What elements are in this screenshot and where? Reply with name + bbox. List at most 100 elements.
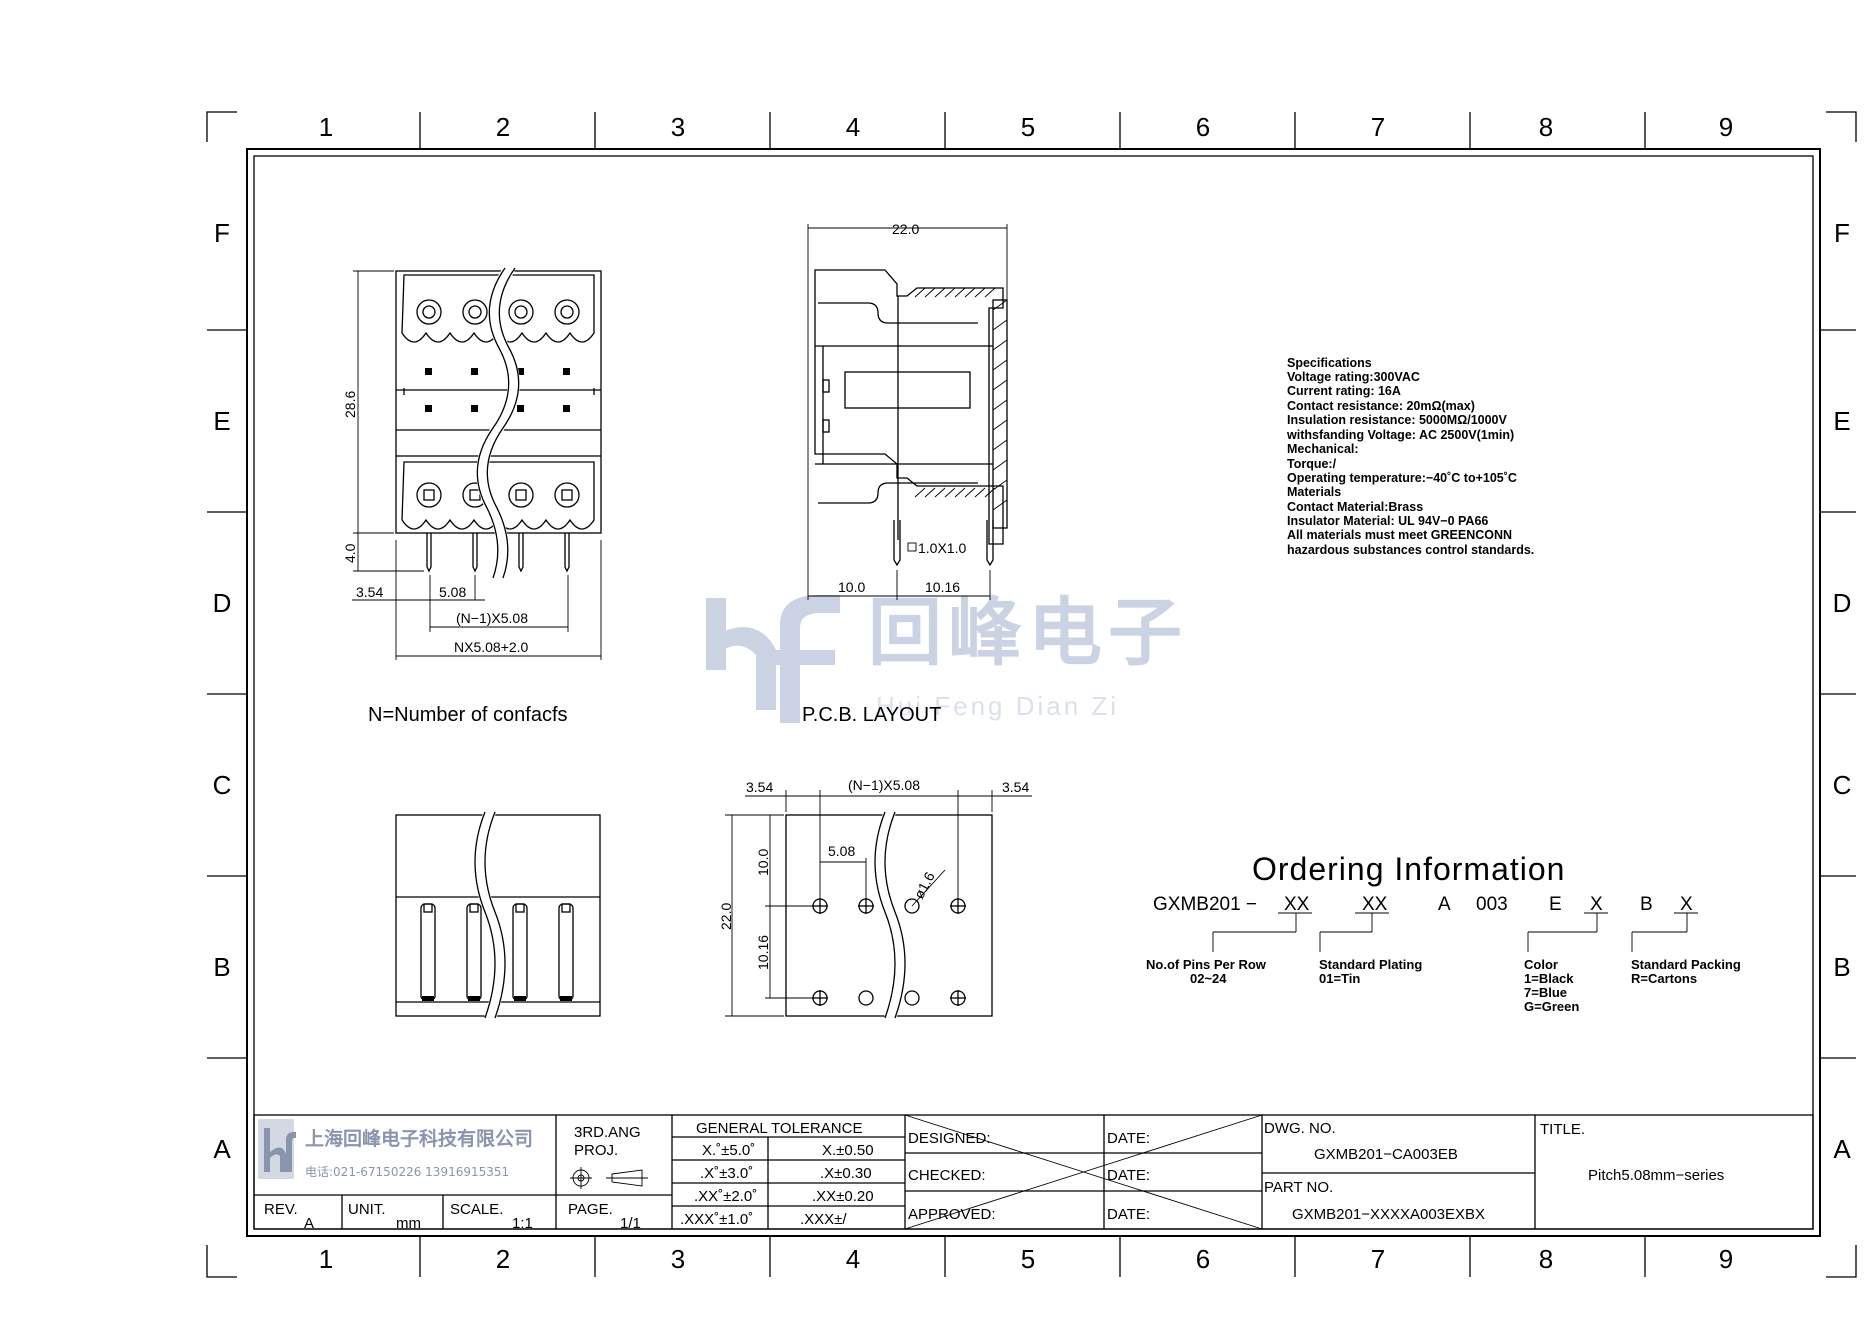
- pcb-dim-height: 22.0: [718, 903, 734, 930]
- ordering-note-plating-value: 01=Tin: [1319, 971, 1360, 986]
- spec-line: Contact resistance: 20mΩ(max): [1287, 399, 1475, 413]
- spec-line: Insulator Material: UL 94V−0 PA66: [1287, 514, 1488, 528]
- ordering-note-pins: No.of Pins Per Row: [1146, 957, 1267, 972]
- zone-col-9: 9: [1719, 112, 1733, 142]
- unit-value: mm: [396, 1215, 421, 1232]
- front-view: 28.6 4.0 3.54 5.08 (N−1)X5.08 NX5.08+2.0…: [342, 264, 602, 726]
- ordering-note-color-2: 7=Blue: [1524, 985, 1567, 1000]
- sheet-frame: 1 2 3 4 5 6 7 8 9 1 2 3 4 5 6 7 8 9 F E …: [206, 111, 1857, 1278]
- tolerance-angle-1: .X˚±3.0˚: [700, 1165, 753, 1182]
- zone-row-D: D: [213, 588, 232, 618]
- company-phone: 电话:021-67150226 13916915351: [305, 1165, 509, 1179]
- front-dim-span: (N−1)X5.08: [456, 610, 528, 626]
- date-label-3: DATE:: [1107, 1206, 1150, 1223]
- rev-value: A: [304, 1215, 314, 1232]
- scale-value: 1:1: [512, 1215, 533, 1232]
- checked-label: CHECKED:: [908, 1167, 986, 1184]
- unit-label: UNIT.: [348, 1201, 386, 1218]
- zone-col-1: 1: [319, 112, 333, 142]
- ordering-part-7: B: [1640, 894, 1653, 915]
- spec-line: Materials: [1287, 485, 1341, 499]
- zone-row-E-right: E: [1833, 406, 1850, 436]
- spec-line: Operating temperature:−40˚C to+105˚C: [1287, 471, 1517, 485]
- zone-row-F-right: F: [1834, 218, 1850, 248]
- spec-line: Specifications: [1287, 356, 1372, 370]
- spec-line: hazardous substances control standards.: [1287, 543, 1534, 557]
- ordering-note-color-3: G=Green: [1524, 999, 1579, 1014]
- zone-row-C-right: C: [1833, 770, 1852, 800]
- zone-col-8-bottom: 8: [1539, 1244, 1553, 1274]
- pcb-dim-upper: 10.0: [755, 849, 771, 876]
- title-block: 上海回峰电子科技有限公司 电话:021-67150226 13916915351…: [253, 1114, 1814, 1232]
- zone-col-7: 7: [1371, 112, 1385, 142]
- front-dim-left: 3.54: [356, 584, 383, 600]
- pcb-dim-lower: 10.16: [755, 935, 771, 970]
- part-value: GXMB201−XXXXA003EXBX: [1292, 1206, 1485, 1223]
- watermark-logo: [706, 595, 840, 723]
- zone-row-D-right: D: [1833, 588, 1852, 618]
- side-dim-pin-size: 1.0X1.0: [918, 540, 966, 556]
- spec-line: Insulation resistance: 5000MΩ/1000V: [1287, 413, 1508, 427]
- zone-col-3: 3: [671, 112, 685, 142]
- zone-col-5: 5: [1021, 112, 1035, 142]
- side-caption: P.C.B. LAYOUT: [802, 704, 941, 726]
- watermark-pinyin: Hui Feng Dian Zi: [876, 691, 1119, 721]
- ordering-prefix: GXMB201 −: [1153, 894, 1257, 915]
- tolerance-angle-3: .XXX˚±1.0˚: [680, 1211, 753, 1228]
- ordering-part-8: X: [1680, 894, 1693, 915]
- side-dim-b: 10.16: [925, 579, 960, 595]
- ordering-note-plating: Standard Plating: [1319, 957, 1422, 972]
- spec-line: All materials must meet GREENCONN: [1287, 528, 1512, 542]
- zone-row-F: F: [214, 218, 230, 248]
- projection-line-1: 3RD.ANG: [574, 1124, 641, 1141]
- tolerance-angle-0: X.˚±5.0˚: [702, 1142, 755, 1159]
- ordering-part-1: XX: [1284, 894, 1310, 915]
- front-dim-pin: 4.0: [342, 543, 358, 563]
- zone-row-A: A: [213, 1134, 231, 1164]
- specifications-block: Specifications Voltage rating:300VAC Cur…: [1286, 356, 1534, 557]
- zone-col-7-bottom: 7: [1371, 1244, 1385, 1274]
- ordering-note-color: Color: [1524, 957, 1558, 972]
- zone-row-C: C: [213, 770, 232, 800]
- date-label-2: DATE:: [1107, 1167, 1150, 1184]
- ordering-information: Ordering Information GXMB201 − XX XX A 0…: [1146, 851, 1741, 1014]
- pcb-layout: 3.54 (N−1)X5.08 3.54 5.08 ø1.6 22.0 10.0…: [718, 777, 1032, 1021]
- zone-row-A-right: A: [1833, 1134, 1851, 1164]
- zone-col-6-bottom: 6: [1196, 1244, 1210, 1274]
- side-view: 22.0 1.0X1.0 10.0 10.16 P.C.B. LAYOUT: [802, 221, 1008, 726]
- approved-label: APPROVED:: [908, 1206, 996, 1223]
- ordering-part-6: X: [1590, 894, 1603, 915]
- ordering-note-color-1: 1=Black: [1524, 971, 1574, 986]
- projection-line-2: PROJ.: [574, 1142, 618, 1159]
- title-value: Pitch5.08mm−series: [1588, 1167, 1724, 1184]
- pcb-dim-right: 3.54: [1002, 779, 1029, 795]
- title-label: TITLE.: [1540, 1121, 1585, 1138]
- ordering-part-5: E: [1549, 894, 1562, 915]
- zone-col-4: 4: [846, 112, 860, 142]
- pcb-dim-span: (N−1)X5.08: [848, 777, 920, 793]
- company-logo: [258, 1119, 296, 1179]
- ordering-note-packing-value: R=Cartons: [1631, 971, 1697, 986]
- tolerance-linear-2: .XX±0.20: [812, 1188, 874, 1205]
- zone-col-5-bottom: 5: [1021, 1244, 1035, 1274]
- page-value: 1/1: [620, 1215, 641, 1232]
- front-caption: N=Number of confacfs: [368, 704, 568, 726]
- zone-col-2: 2: [496, 112, 510, 142]
- side-dim-width: 22.0: [892, 221, 919, 237]
- spec-line: Torque:/: [1287, 457, 1337, 471]
- date-label-1: DATE:: [1107, 1130, 1150, 1147]
- spec-line: Current rating: 16A: [1287, 384, 1401, 398]
- company-name: 上海回峰电子科技有限公司: [305, 1127, 533, 1150]
- projection-icon: [570, 1167, 648, 1189]
- zone-col-1-bottom: 1: [319, 1244, 333, 1274]
- tolerance-angle-2: .XX˚±2.0˚: [694, 1188, 757, 1205]
- tolerance-linear-0: X.±0.50: [822, 1142, 874, 1159]
- zone-col-3-bottom: 3: [671, 1244, 685, 1274]
- zone-row-B: B: [213, 952, 230, 982]
- watermark: 回峰电子 Hui Feng Dian Zi: [706, 590, 1182, 723]
- spec-line: withsfanding Voltage: AC 2500V(1min): [1286, 428, 1514, 442]
- zone-col-9-bottom: 9: [1719, 1244, 1733, 1274]
- side-dim-a: 10.0: [838, 579, 865, 595]
- rev-label: REV.: [264, 1201, 298, 1218]
